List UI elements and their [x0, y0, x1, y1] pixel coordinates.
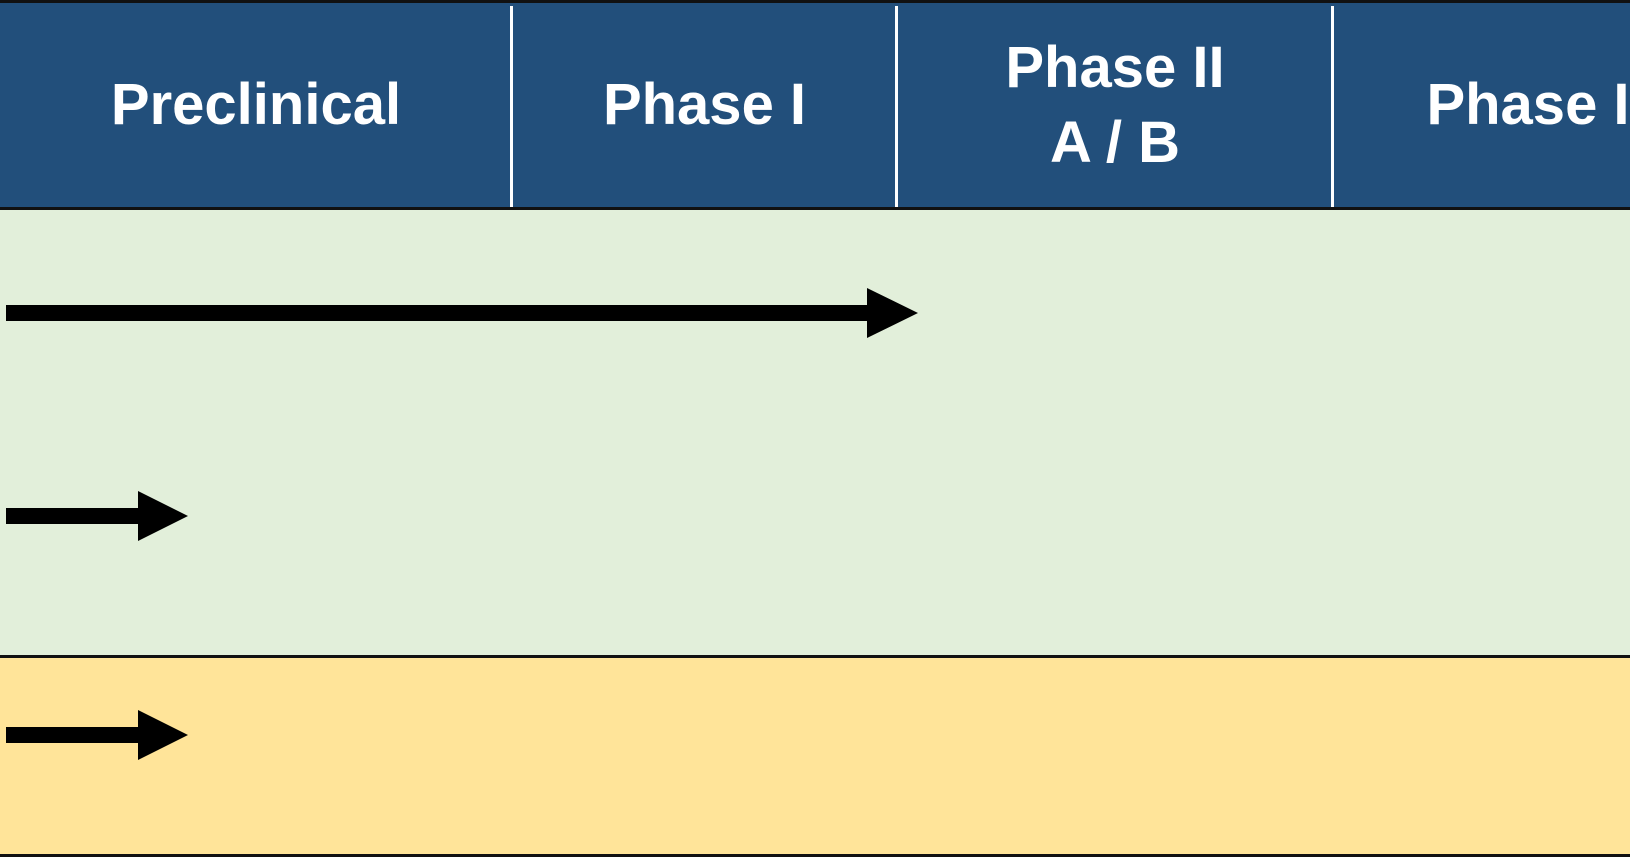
header-phase-3: Phase I — [1333, 3, 1630, 207]
header-preclinical: Preclinical — [0, 3, 512, 207]
header-phase-1-label: Phase I — [602, 72, 807, 138]
yellow-band — [0, 658, 1630, 854]
phase-header: Preclinical Phase I Phase II A / B Phase… — [0, 0, 1630, 210]
header-divider — [1331, 6, 1334, 207]
progress-arrow-short — [6, 491, 188, 541]
progress-arrow-long — [6, 288, 918, 338]
band-separator — [0, 655, 1630, 658]
bottom-border — [0, 854, 1630, 857]
header-phase-2-sublabel: A / B — [1050, 110, 1180, 175]
progress-arrow-short-yellow — [6, 710, 188, 760]
header-divider — [510, 6, 513, 207]
header-phase-3-label: Phase I — [1426, 72, 1630, 138]
green-band — [0, 210, 1630, 655]
header-phase-1: Phase I — [512, 3, 897, 207]
header-preclinical-label: Preclinical — [110, 72, 402, 138]
header-phase-2: Phase II A / B — [897, 3, 1333, 207]
header-divider — [895, 6, 898, 207]
header-phase-2-label: Phase II — [1005, 34, 1225, 100]
